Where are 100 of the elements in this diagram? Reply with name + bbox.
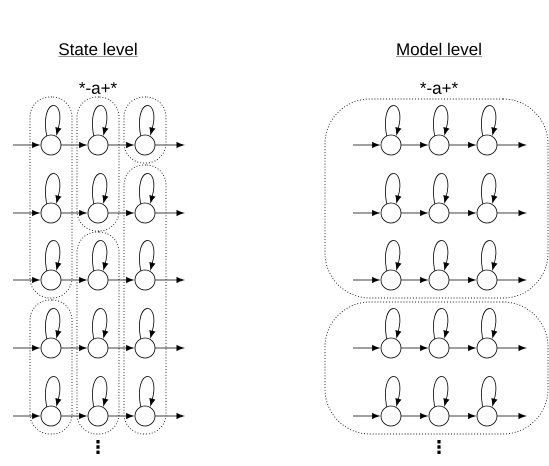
- arrow: [108, 345, 134, 351]
- group-outline: [30, 300, 72, 434]
- group-outline: [124, 164, 166, 434]
- arrow: [497, 413, 526, 419]
- group-outline: [124, 96, 166, 164]
- arrow: [155, 142, 184, 148]
- arrow: [401, 345, 428, 351]
- state-circle: [428, 406, 450, 426]
- arrow: [449, 345, 476, 351]
- arrow: [401, 277, 428, 283]
- state-circle: [88, 338, 108, 358]
- group-outline: [324, 98, 548, 298]
- self-loop-arrow: [385, 240, 402, 271]
- arrow: [155, 413, 184, 419]
- pattern-label: *-a+*: [420, 82, 458, 94]
- arrow: [61, 277, 86, 283]
- self-loop-arrow: [139, 105, 156, 136]
- group-outline: [76, 232, 120, 434]
- self-loop-arrow: [481, 376, 498, 407]
- arrow: [108, 210, 134, 216]
- self-loop-arrow: [45, 308, 62, 339]
- arrow: [401, 142, 428, 148]
- self-loop-arrow: [433, 308, 450, 339]
- state-circle: [134, 202, 156, 224]
- state-circle: [134, 406, 156, 426]
- arrow: [155, 277, 184, 283]
- self-loop-arrow: [45, 173, 62, 204]
- arrow: [12, 142, 40, 148]
- state-circle: [134, 338, 156, 358]
- state-circle: [380, 270, 402, 290]
- state-circle: [40, 134, 62, 156]
- state-circle: [380, 134, 402, 156]
- self-loop-arrow: [481, 240, 498, 271]
- state-circle: [88, 202, 108, 224]
- state-circle: [40, 270, 62, 290]
- state-circle: [380, 202, 402, 224]
- arrow: [12, 345, 40, 351]
- self-loop-arrow: [481, 308, 498, 339]
- arrow: [61, 345, 86, 351]
- state-circle: [40, 406, 62, 426]
- arrow: [12, 210, 40, 216]
- self-loop-arrow: [92, 105, 108, 136]
- state-circle: [380, 406, 402, 426]
- arrow: [497, 345, 526, 351]
- arrow: [352, 413, 380, 419]
- arrow: [401, 413, 428, 419]
- pattern-label: *-a+*: [79, 82, 117, 94]
- arrow: [108, 277, 134, 283]
- state-circle: [476, 406, 498, 426]
- self-loop-arrow: [385, 173, 402, 204]
- self-loop-arrow: [45, 376, 62, 407]
- self-loop-arrow: [385, 105, 402, 136]
- self-loop-arrow: [139, 376, 156, 407]
- group-outline: [30, 96, 72, 298]
- arrow: [61, 142, 86, 148]
- self-loop-arrow: [92, 308, 108, 339]
- state-circle: [428, 270, 450, 290]
- self-loop-arrow: [92, 376, 108, 407]
- arrow: [108, 142, 134, 148]
- state-circle: [428, 202, 450, 224]
- arrow: [12, 277, 40, 283]
- state-circle: [428, 134, 450, 156]
- state-circle: [380, 338, 402, 358]
- self-loop-arrow: [433, 105, 450, 136]
- state-circle: [88, 406, 108, 426]
- self-loop-arrow: [433, 240, 450, 271]
- arrow: [449, 277, 476, 283]
- arrow: [449, 210, 476, 216]
- state-circle: [476, 134, 498, 156]
- arrow: [449, 142, 476, 148]
- arrow: [352, 210, 380, 216]
- state-circle: [88, 270, 108, 290]
- arrow: [497, 142, 526, 148]
- self-loop-arrow: [92, 173, 108, 204]
- state-circle: [476, 338, 498, 358]
- arrow: [449, 413, 476, 419]
- arrow: [61, 210, 86, 216]
- group-outline: [324, 302, 548, 434]
- self-loop-arrow: [45, 240, 62, 271]
- arrow: [61, 413, 86, 419]
- state-circle: [40, 338, 62, 358]
- heading: Model level: [396, 42, 482, 57]
- state-circle: [428, 338, 450, 358]
- arrow: [155, 210, 184, 216]
- self-loop-arrow: [481, 105, 498, 136]
- arrow: [497, 210, 526, 216]
- heading: State level: [58, 42, 138, 57]
- self-loop-arrow: [385, 376, 402, 407]
- arrow: [108, 413, 134, 419]
- self-loop-arrow: [433, 376, 450, 407]
- self-loop-arrow: [139, 240, 156, 271]
- arrow: [352, 142, 380, 148]
- state-circle: [476, 202, 498, 224]
- self-loop-arrow: [45, 105, 62, 136]
- self-loop-arrow: [433, 173, 450, 204]
- state-circle: [88, 134, 108, 156]
- state-circle: [134, 270, 156, 290]
- arrow: [12, 413, 40, 419]
- arrow: [401, 210, 428, 216]
- state-circle: [476, 270, 498, 290]
